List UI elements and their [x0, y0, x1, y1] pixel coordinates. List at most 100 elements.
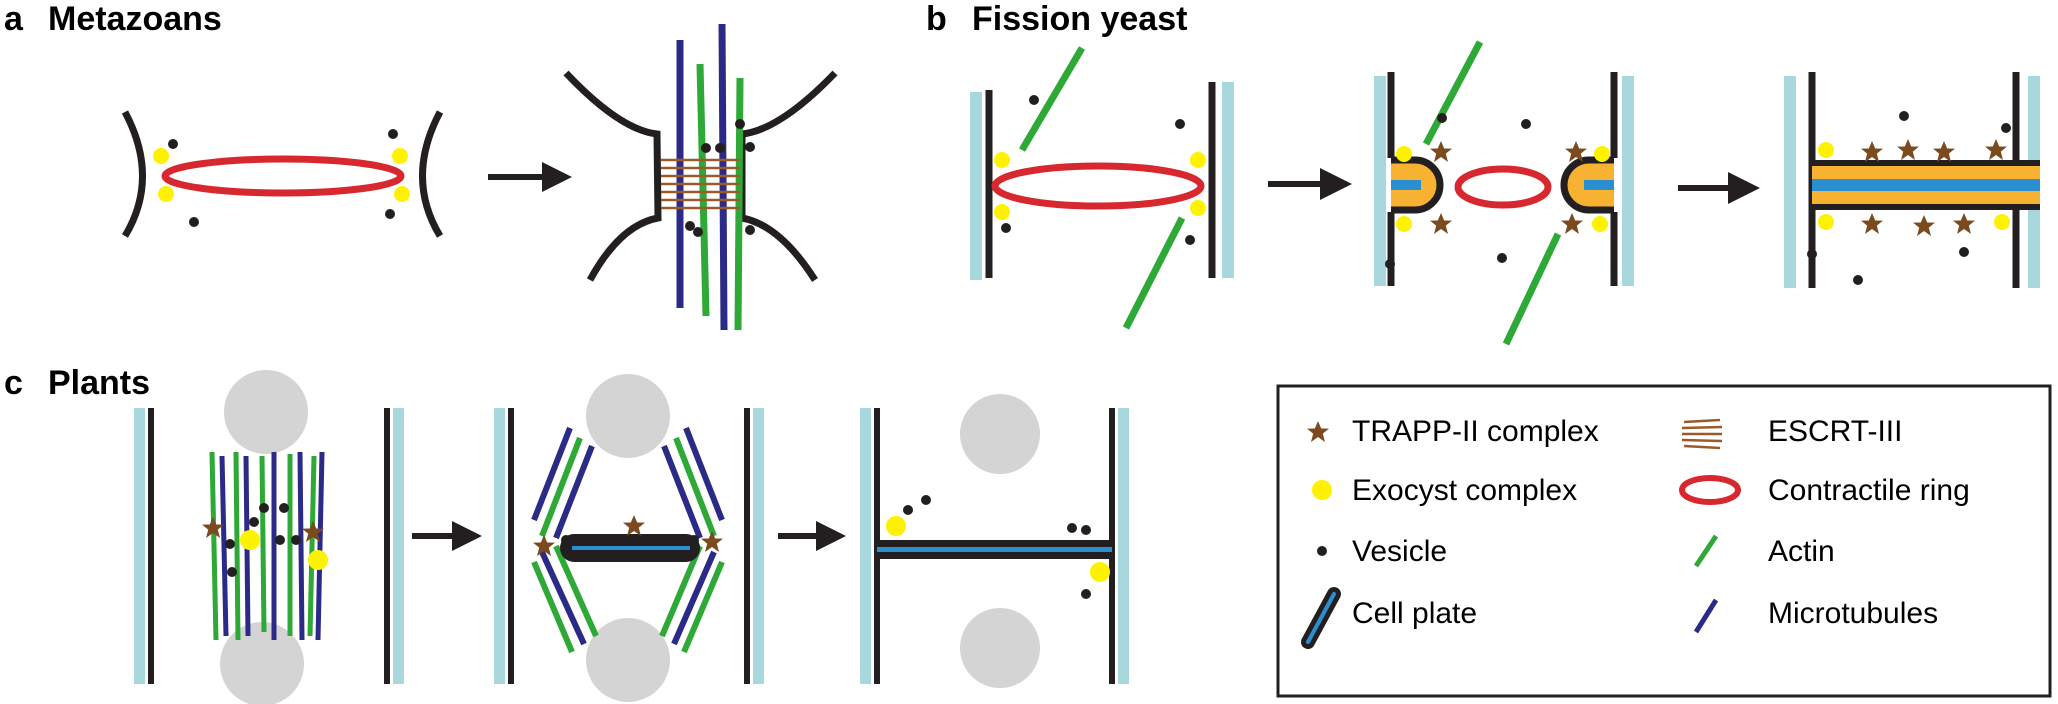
vesicle: [1081, 525, 1091, 535]
exocyst-complex: [1592, 216, 1608, 232]
arrow-head: [816, 521, 846, 551]
panel-b-title: Fission yeast: [972, 0, 1187, 38]
primary-septum: [1812, 179, 2040, 191]
legend-microtubules-label: Microtubules: [1768, 597, 1938, 630]
vesicle: [903, 505, 913, 515]
membrane-right: [738, 70, 838, 282]
cell-wall: [1784, 76, 1796, 288]
vesicle: [745, 225, 755, 235]
actin: [1122, 216, 1186, 330]
cell-wall: [860, 408, 871, 684]
membrane-left: [563, 70, 662, 282]
daughter-nucleus: [586, 618, 670, 702]
vesicle: [701, 143, 711, 153]
vesicle: [1385, 259, 1395, 269]
primary-septum: [1391, 180, 1421, 190]
panel-a: a Metazoans: [4, 0, 838, 331]
exocyst-complex: [153, 148, 169, 164]
cell-wall: [753, 408, 764, 684]
legend-vesicle-label: Vesicle: [1352, 535, 1447, 568]
vesicle: [1001, 223, 1011, 233]
metazoan-midbody: [563, 23, 838, 331]
yeast-ring-stage: [970, 46, 1234, 330]
vesicle: [1067, 523, 1077, 533]
plant-early-phragmoplast: [134, 370, 404, 704]
phragmoplast-filaments: [531, 426, 725, 654]
cell-plate-icon: [1301, 587, 1341, 649]
panel-b-letter: b: [926, 0, 947, 38]
trapp-ii-complex: [1861, 213, 1883, 234]
actin: [1018, 46, 1086, 152]
plant-expanding-phragmoplast: [494, 374, 764, 702]
daughter-nucleus: [960, 394, 1040, 474]
cell-wall: [1622, 76, 1634, 286]
vesicle: [2001, 123, 2011, 133]
vesicle: [225, 539, 235, 549]
trapp-ii-complex: [1430, 213, 1452, 234]
contractile-ring: [1454, 165, 1552, 209]
vesicle: [1521, 119, 1531, 129]
trapp-ii-complex: [1897, 139, 1919, 160]
metazoan-early-cell: [121, 110, 444, 238]
exocyst-complex: [994, 152, 1010, 168]
exocyst-complex: [1396, 216, 1412, 232]
daughter-nucleus: [220, 622, 304, 704]
panel-c: c Plants: [4, 364, 1129, 704]
exocyst-complex: [1818, 142, 1834, 158]
arrow-head: [452, 521, 482, 551]
vesicle: [693, 227, 703, 237]
actin: [1422, 40, 1484, 146]
vesicle: [735, 119, 745, 129]
legend-exocyst-label: Exocyst complex: [1352, 474, 1577, 507]
exocyst-complex: [994, 204, 1010, 220]
exocyst-complex-icon: [1312, 480, 1332, 500]
panel-c-title: Plants: [48, 364, 150, 402]
legend-box: [1276, 384, 2052, 698]
cell-wall: [1222, 82, 1234, 278]
arrow-head: [1320, 168, 1352, 200]
panel-b: b Fission yeast: [926, 0, 2040, 346]
vesicle: [388, 129, 398, 139]
exocyst-complex: [886, 516, 906, 536]
vesicle: [279, 503, 289, 513]
exocyst-complex: [394, 186, 410, 202]
actin: [696, 63, 710, 317]
legend-cellplate-label: Cell plate: [1352, 597, 1477, 630]
vesicle: [745, 142, 755, 152]
vesicle: [1081, 589, 1091, 599]
vesicle: [1807, 249, 1817, 259]
trapp-ii-complex: [1430, 141, 1452, 162]
daughter-nucleus: [224, 370, 308, 454]
exocyst-complex: [1190, 152, 1206, 168]
arrow-head: [1728, 172, 1760, 204]
vesicle: [249, 517, 259, 527]
actin: [734, 77, 744, 331]
vesicle: [275, 535, 285, 545]
trapp-ii-complex: [1561, 213, 1583, 234]
vesicle: [189, 217, 199, 227]
plant-cell-plate-fused: [860, 394, 1129, 688]
vesicle: [1853, 275, 1863, 285]
legend-trapp-label: TRAPP-II complex: [1352, 415, 1599, 448]
vesicle: [291, 535, 301, 545]
daughter-nucleus: [586, 374, 670, 458]
trapp-ii-complex: [1953, 213, 1975, 234]
cell-wall: [393, 408, 404, 684]
yeast-septum-forming: [1374, 40, 1634, 346]
actin: [1502, 232, 1562, 346]
trapp-ii-complex: [623, 515, 645, 536]
exocyst-complex: [1994, 214, 2010, 230]
cell-wall: [1374, 76, 1386, 286]
cell-wall: [1118, 408, 1129, 684]
exocyst-complex: [1594, 146, 1610, 162]
actin-icon: [1693, 534, 1719, 568]
panel-a-title: Metazoans: [48, 0, 222, 38]
microtubule-icon: [1693, 598, 1719, 634]
exocyst-complex: [158, 186, 174, 202]
vesicle: [1437, 113, 1447, 123]
legend-actin-label: Actin: [1768, 535, 1835, 568]
vesicle: [561, 535, 571, 545]
vesicle: [385, 209, 395, 219]
membrane-left: [121, 110, 146, 238]
